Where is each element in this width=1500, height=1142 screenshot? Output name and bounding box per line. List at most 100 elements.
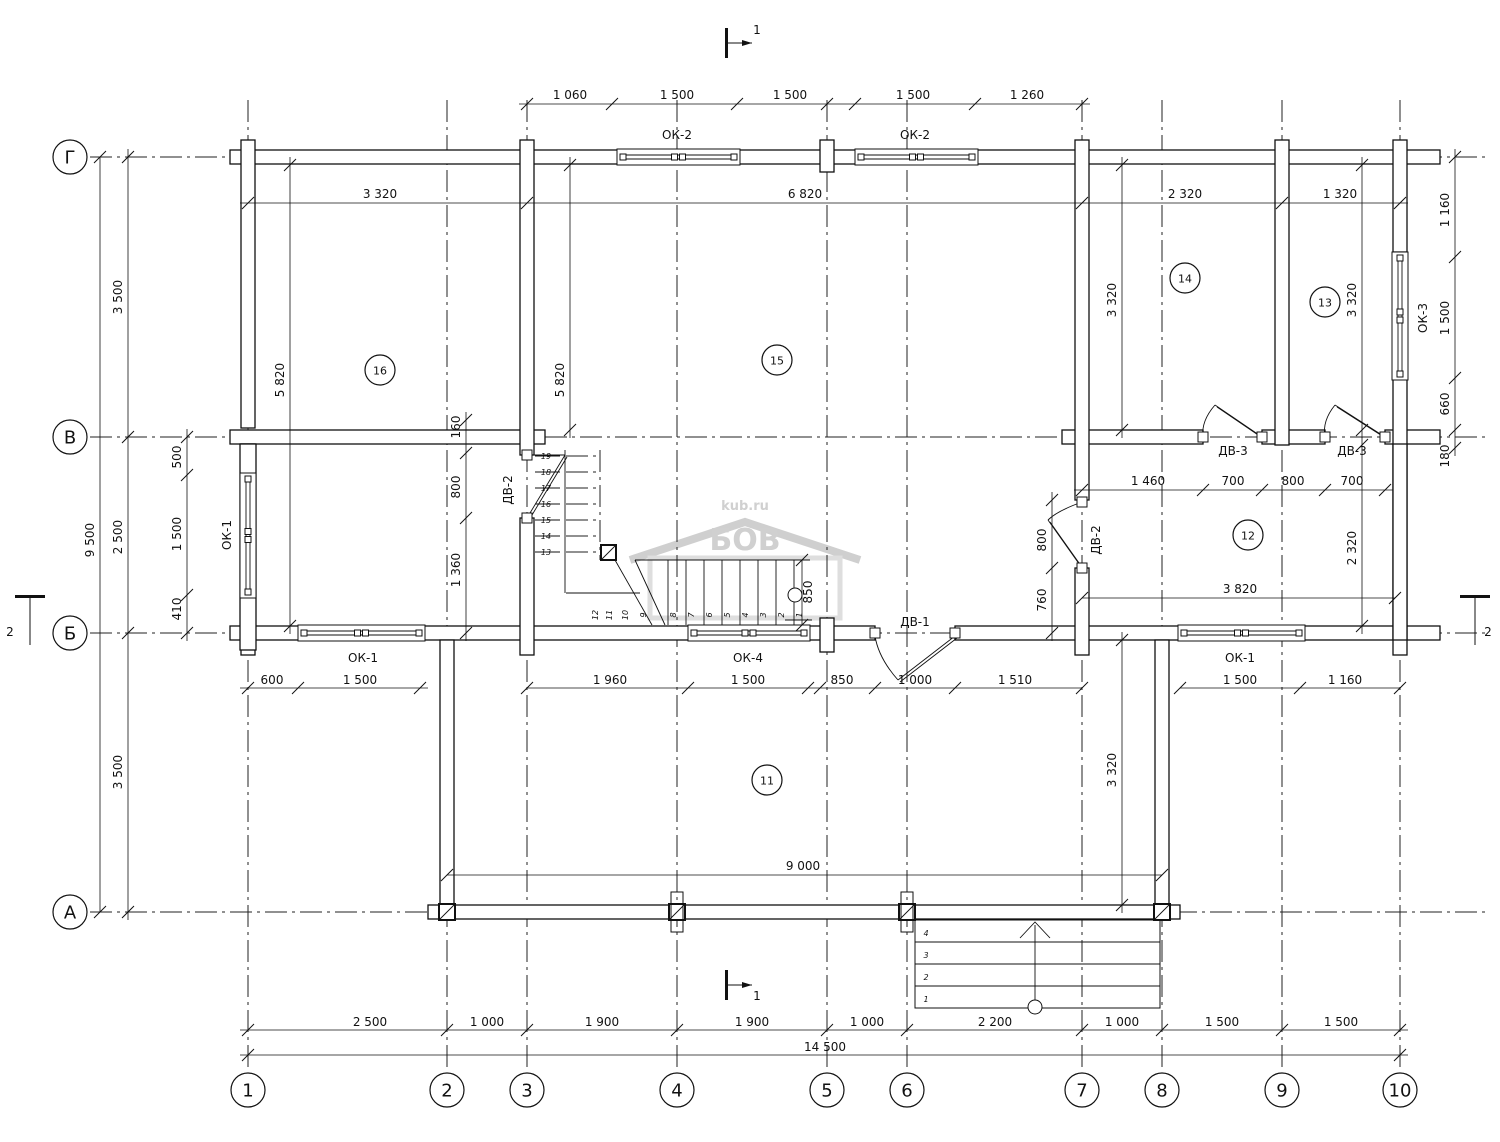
dimension-label: 14 500	[804, 1040, 846, 1054]
dimension-tick	[459, 511, 473, 525]
arrow-icon	[742, 982, 752, 988]
axis-label: 8	[1156, 1081, 1167, 1102]
room-number-bubble	[364, 354, 396, 386]
axis-bubble	[52, 894, 88, 930]
step-number: 9	[639, 612, 648, 617]
dimension-tick	[900, 1023, 914, 1037]
window-frame-node	[1234, 629, 1241, 637]
axis-label: 2	[441, 1081, 452, 1102]
step-number: 4	[741, 612, 750, 617]
post-diagonal	[668, 903, 686, 921]
door-leaf	[526, 454, 566, 519]
dimension-tick	[801, 681, 815, 695]
dimension-tick	[1393, 1023, 1407, 1037]
window-frame-node	[354, 629, 361, 637]
axis-label: 6	[901, 1081, 912, 1102]
porch-beam	[1154, 639, 1170, 913]
dimension-tick	[180, 588, 194, 602]
dimension-label: 1 160	[1328, 673, 1362, 687]
dimension-tick	[1196, 483, 1210, 497]
step-number: 19	[541, 452, 551, 461]
dimension-tick	[1115, 423, 1129, 437]
dimension-tick	[1115, 898, 1129, 912]
log-wall	[1074, 139, 1090, 501]
dimension-tick	[1355, 438, 1369, 452]
dimension-tick	[121, 150, 135, 164]
step-number: 8	[669, 612, 678, 617]
dimension-tick	[1355, 423, 1369, 437]
dimension-label: 1 060	[553, 88, 587, 102]
axis-label: Б	[64, 624, 76, 645]
window-frame-node	[244, 536, 252, 543]
dimension-label: 800	[1035, 529, 1049, 552]
dimension-tick	[180, 468, 194, 482]
section-label: 2	[6, 625, 14, 639]
dimension-tick	[1155, 868, 1169, 882]
dimension-label: 2 500	[353, 1015, 387, 1029]
dimension-label: 1 000	[470, 1015, 504, 1029]
dimension-tick	[1173, 681, 1187, 695]
window-frame-node	[1396, 370, 1404, 378]
axis-label: 1	[242, 1081, 253, 1102]
opening-label: ДВ-1	[900, 615, 930, 629]
dimension-tick	[1378, 483, 1392, 497]
door-leaf	[1334, 404, 1386, 438]
post-diagonal	[438, 903, 456, 921]
axis-bubble	[1144, 1072, 1180, 1108]
dimension-tick	[283, 158, 297, 172]
room-number-bubble	[751, 764, 783, 796]
dimension-label: 1 460	[1131, 474, 1165, 488]
window	[687, 624, 811, 642]
dimension-tick	[241, 1048, 255, 1062]
dimension-label: 700	[1341, 474, 1364, 488]
dimension-label: 2 500	[111, 520, 125, 554]
dimension-tick	[1318, 483, 1332, 497]
section-mark	[15, 595, 45, 598]
door-leaf	[1214, 404, 1263, 438]
log-wall	[819, 139, 835, 173]
dimension-tick	[1275, 1023, 1289, 1037]
axis-label: 3	[521, 1081, 532, 1102]
axis-bubble	[1382, 1072, 1418, 1108]
door-jamb	[521, 449, 533, 461]
dimension-tick	[459, 413, 473, 427]
axis-bubble	[52, 419, 88, 455]
dimension-label: 800	[449, 476, 463, 499]
dimension-tick	[1275, 196, 1289, 210]
dimension-tick	[1448, 441, 1462, 455]
step-number: 4	[923, 929, 928, 938]
dimension-tick	[1355, 619, 1369, 633]
dimension-tick	[121, 626, 135, 640]
dimension-label: 1 500	[1205, 1015, 1239, 1029]
dimension-tick	[1293, 681, 1307, 695]
stair-winder	[634, 559, 666, 626]
step-number: 2	[923, 973, 928, 982]
axis-bubble	[429, 1072, 465, 1108]
window-frame-node	[800, 629, 808, 637]
dimension-tick	[241, 681, 255, 695]
step-number: 1	[923, 995, 928, 1004]
dimension-label: 1 500	[896, 88, 930, 102]
dimension-tick	[1448, 423, 1462, 437]
room-number-bubble	[1232, 519, 1264, 551]
log-wall	[229, 429, 546, 445]
section-label: 1	[753, 23, 761, 37]
dimension-tick	[1448, 371, 1462, 385]
dimension-label: 850	[801, 581, 815, 604]
step-number: 1	[795, 612, 804, 617]
axis-bubble	[230, 1072, 266, 1108]
step-number: 6	[705, 612, 714, 617]
log-wall	[1074, 567, 1090, 656]
opening-label: ДВ-2	[1089, 525, 1103, 555]
room-number: 12	[1241, 530, 1255, 543]
watermark-house-logo	[628, 517, 862, 564]
dimension-label: 2 320	[1168, 187, 1202, 201]
dimension-label: 1 500	[1223, 673, 1257, 687]
step-number: 3	[759, 612, 768, 617]
door-leaf	[528, 456, 568, 521]
dimension-label: 180	[1438, 445, 1452, 468]
log-wall	[519, 139, 535, 456]
dimension-label: 3 500	[111, 755, 125, 789]
